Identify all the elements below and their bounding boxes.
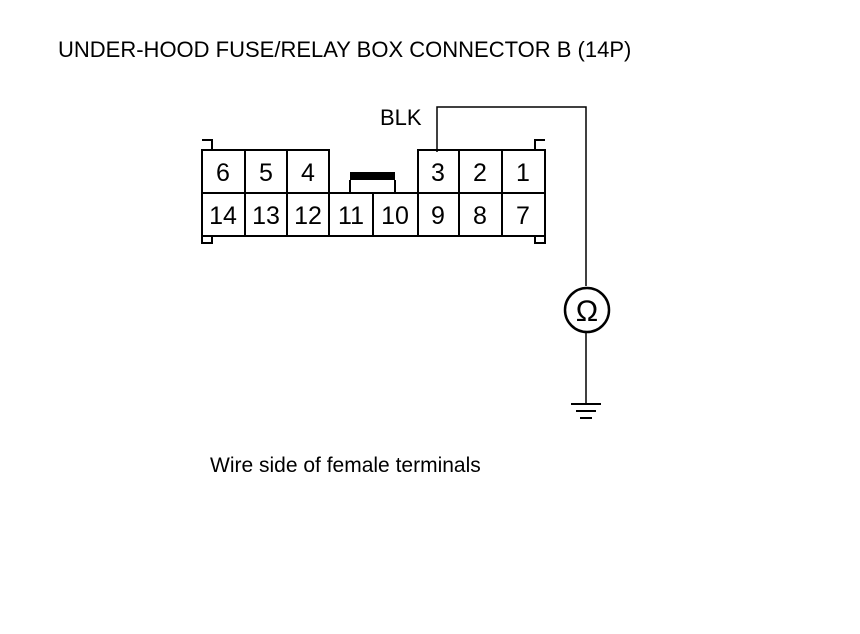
pin-label: 2 (473, 159, 487, 187)
connector-right-latch (534, 139, 546, 244)
pin-label: 1 (516, 159, 530, 187)
pin-label: 11 (338, 202, 364, 230)
pin-label: 10 (381, 202, 409, 230)
wire-color-label: BLK (380, 105, 422, 130)
connector-left-latch (201, 139, 213, 244)
pin-label: 14 (209, 202, 237, 230)
pin-label: 13 (252, 202, 280, 230)
pin-label: 8 (473, 202, 487, 230)
pin-3-label: 3 (431, 159, 445, 187)
connector-lock-tab (349, 172, 396, 193)
ground-icon (571, 403, 601, 419)
lock-tab-legs (349, 180, 396, 193)
diagram-title: UNDER-HOOD FUSE/RELAY BOX CONNECTOR B (1… (58, 37, 631, 62)
pin-label: 4 (301, 159, 315, 187)
top-row-pins: 6 5 4 3 2 1 (216, 159, 530, 187)
ohmmeter-icon: Ω (563, 286, 611, 334)
bottom-row-pins: 14 13 12 11 10 9 8 7 (209, 202, 530, 230)
probe-wire (436, 106, 587, 286)
pin-label: 12 (294, 202, 322, 230)
pin-label: 5 (259, 159, 273, 187)
pin-label: 6 (216, 159, 230, 187)
connector-body (201, 139, 546, 244)
connector-outline (201, 149, 546, 237)
diagram-caption: Wire side of female terminals (210, 454, 481, 477)
ohm-symbol: Ω (576, 295, 598, 328)
lock-tab-bar (350, 172, 395, 180)
pin-label: 9 (431, 202, 445, 230)
ohmmeter-circle (563, 286, 611, 334)
pin-label: 7 (516, 202, 530, 230)
